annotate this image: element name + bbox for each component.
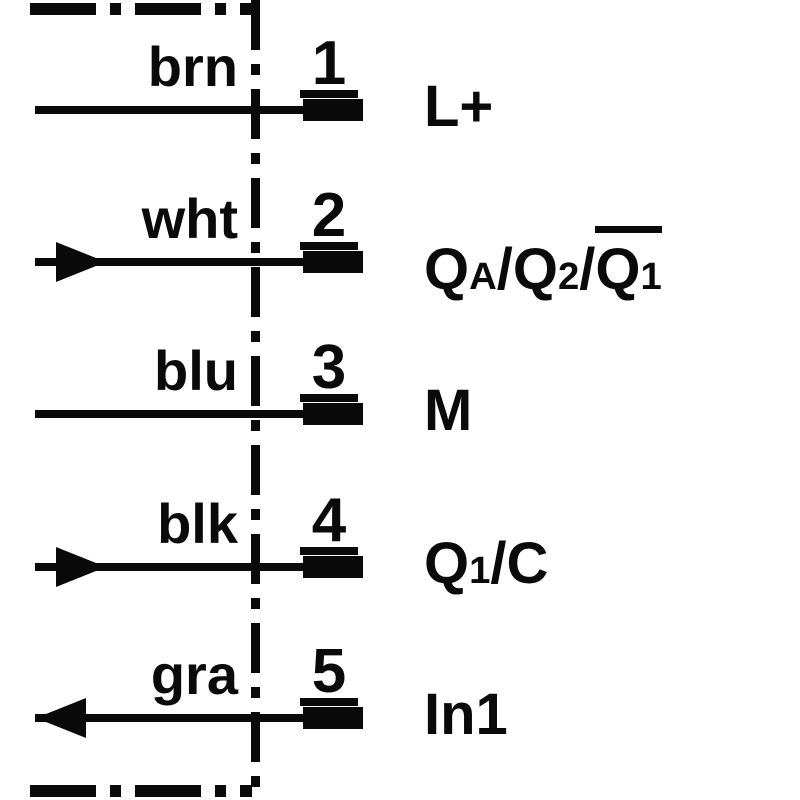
pin-number: 2 [300,164,358,250]
pin-number: 1 [300,12,358,98]
wire-line [35,258,303,266]
label-text-segment: Q [424,531,470,596]
terminal-block [303,403,363,425]
terminal-block [303,251,363,273]
label-text-segment: / [579,237,596,302]
label-text-segment: Q [424,237,470,302]
label-text-segment: /C [490,531,549,596]
terminal-block [303,556,363,578]
overline-segment: Q1 [595,226,662,310]
terminal-block [303,707,363,729]
wire-color-label: wht [141,187,238,250]
pin-number: 5 [300,620,358,706]
label-text-segment: Q [595,237,641,302]
wire-color-label: brn [147,35,238,98]
function-label: QA/Q2/Q1 [424,226,662,310]
terminal-block [303,99,363,121]
function-label: In1 [424,682,508,748]
wire-line [35,714,303,722]
wire-line [35,563,303,571]
label-text-segment: A [469,255,497,298]
wire-color-label: blk [157,492,238,555]
device-boundary-top-line [30,3,252,15]
function-label: L+ [424,74,493,140]
label-text-segment: 1 [469,549,491,592]
label-text-segment: 1 [640,255,662,298]
wire-line [35,106,303,114]
pin-number: 4 [300,469,358,555]
label-text-segment: 2 [558,255,580,298]
function-label: M [424,378,472,444]
label-text-segment: /Q [496,237,558,302]
wire-color-label: blu [154,339,238,402]
label-text-segment: L+ [424,74,494,139]
arrow-left-icon [36,698,86,738]
function-label: Q1/C [424,531,548,604]
arrow-right-icon [56,242,106,282]
device-boundary-vertical-line [251,0,260,800]
wire-line [35,410,303,418]
wire-color-label: gra [150,643,238,706]
pin-number: 3 [300,316,358,402]
label-text-segment: In1 [424,682,508,747]
label-text-segment: M [424,378,473,443]
arrow-right-icon [56,547,106,587]
device-boundary-bottom-line [30,785,252,797]
